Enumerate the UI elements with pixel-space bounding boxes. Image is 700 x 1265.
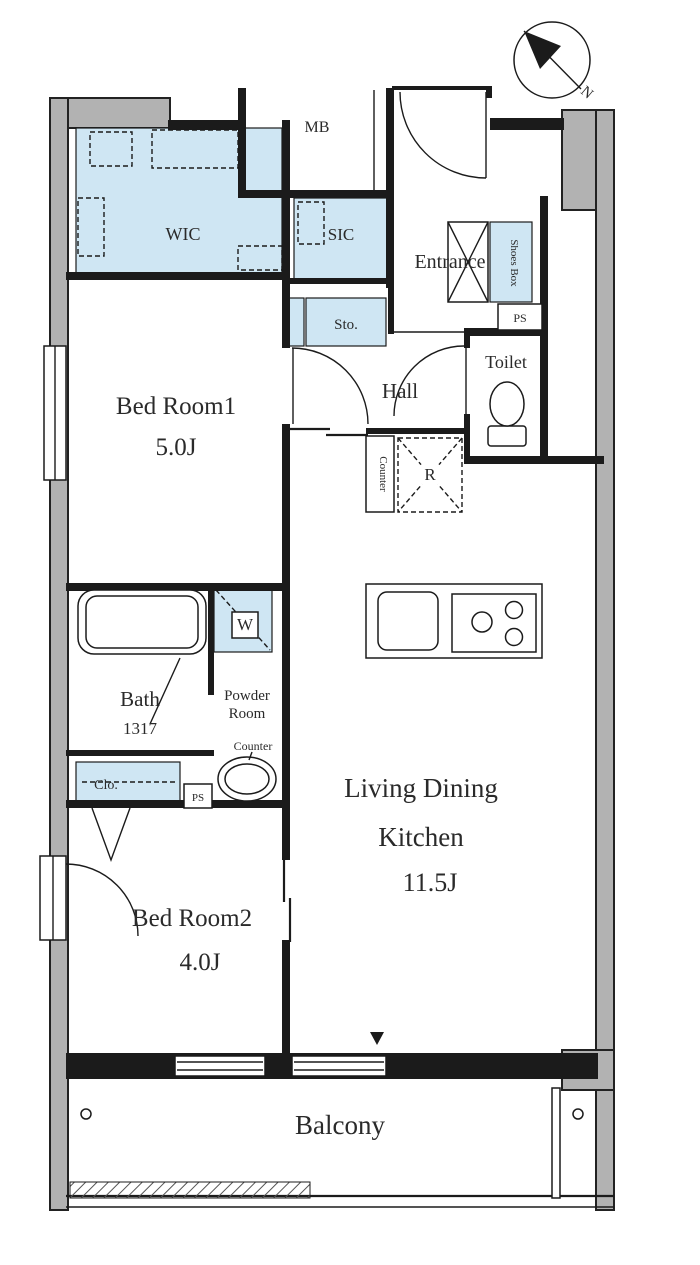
bedroom2-door-opening	[282, 860, 290, 940]
wall-right	[595, 109, 615, 1211]
label-washer: W	[237, 615, 254, 634]
label-bath: Bath	[120, 687, 160, 711]
toilet-fixture	[487, 381, 527, 447]
compass: N	[513, 21, 596, 103]
label-sic: SIC	[328, 225, 354, 244]
label-wic: WIC	[166, 224, 201, 244]
label-mb: MB	[305, 119, 330, 136]
room-labels: MB WIC SIC Entrance Shoes Box PS Sto. Ha…	[94, 119, 527, 1140]
washer-pan	[215, 589, 271, 651]
label-balcony: Balcony	[295, 1110, 385, 1140]
wic-hanger-racks	[77, 129, 283, 271]
bathtub	[77, 589, 207, 655]
compass-needle	[524, 31, 561, 69]
bath-leader-line	[149, 657, 181, 725]
refrigerator-label-bg	[417, 461, 443, 487]
label-toilet: Toilet	[485, 352, 527, 372]
balcony-drain-grate	[69, 1181, 311, 1199]
doors	[91, 91, 487, 942]
label-powder-line2: Room	[229, 706, 266, 722]
hall-counter-box	[365, 435, 395, 513]
balcony-partition	[551, 1087, 561, 1199]
balcony-faucet-left	[80, 1108, 92, 1120]
storage-strip	[287, 297, 305, 347]
ldk-balcony-window	[291, 1055, 387, 1077]
stove-burner	[504, 627, 524, 647]
label-powder-line1: Powder	[224, 688, 270, 704]
balcony-details	[66, 1087, 614, 1208]
label-counter-hall: Counter	[377, 456, 389, 492]
refrigerator-space	[397, 437, 463, 513]
kitchen-sink	[377, 591, 439, 651]
label-ps-lower: PS	[192, 792, 204, 804]
label-ldk-line1: Living Dining	[344, 773, 498, 803]
windows	[39, 345, 387, 1077]
label-ps-upper: PS	[513, 311, 526, 325]
toilet-door-swing	[393, 345, 465, 417]
stove-burner	[504, 600, 524, 620]
label-ldk-line2: Kitchen	[378, 822, 464, 852]
sic-area	[293, 197, 389, 281]
label-bedroom2-size: 4.0J	[180, 949, 221, 976]
closet-folding-door	[91, 807, 131, 863]
fixtures	[77, 90, 543, 1045]
bedroom2-balcony-window	[174, 1055, 266, 1077]
wall-left	[49, 97, 69, 1211]
label-bedroom1-size: 5.0J	[156, 434, 197, 461]
balcony-faucet-right	[572, 1108, 584, 1120]
ps-lower-box	[183, 783, 213, 809]
label-ldk-size: 11.5J	[403, 868, 458, 897]
label-shoes-box: Shoes Box	[508, 239, 520, 287]
label-counter-powder: Counter	[234, 739, 273, 753]
label-entrance: Entrance	[414, 251, 485, 273]
label-refrigerator: R	[424, 465, 436, 484]
kitchen-counter	[365, 583, 543, 659]
powder-sink	[217, 756, 277, 802]
label-bath-size: 1317	[123, 719, 158, 738]
bedroom1-door-swing	[291, 347, 369, 425]
sic-shelf	[297, 201, 325, 245]
label-bedroom2: Bed Room2	[132, 905, 252, 932]
label-hall: Hall	[382, 379, 418, 403]
storage-area	[305, 297, 387, 347]
balcony-entry-marker	[370, 1032, 384, 1045]
label-storage: Sto.	[334, 317, 358, 333]
shoes-box-area	[489, 221, 533, 303]
label-bedroom1: Bed Room1	[116, 393, 236, 420]
ps-upper-box	[497, 303, 543, 331]
label-closet: Clo.	[94, 778, 118, 793]
bedroom2-window-swing	[65, 863, 139, 937]
counter-leader-line	[248, 751, 253, 761]
shoes-cabinet	[447, 221, 489, 303]
stove-burner	[471, 611, 493, 633]
entrance-door-swing	[399, 91, 487, 179]
kitchen-stove	[451, 593, 537, 653]
wic-area	[75, 127, 283, 275]
